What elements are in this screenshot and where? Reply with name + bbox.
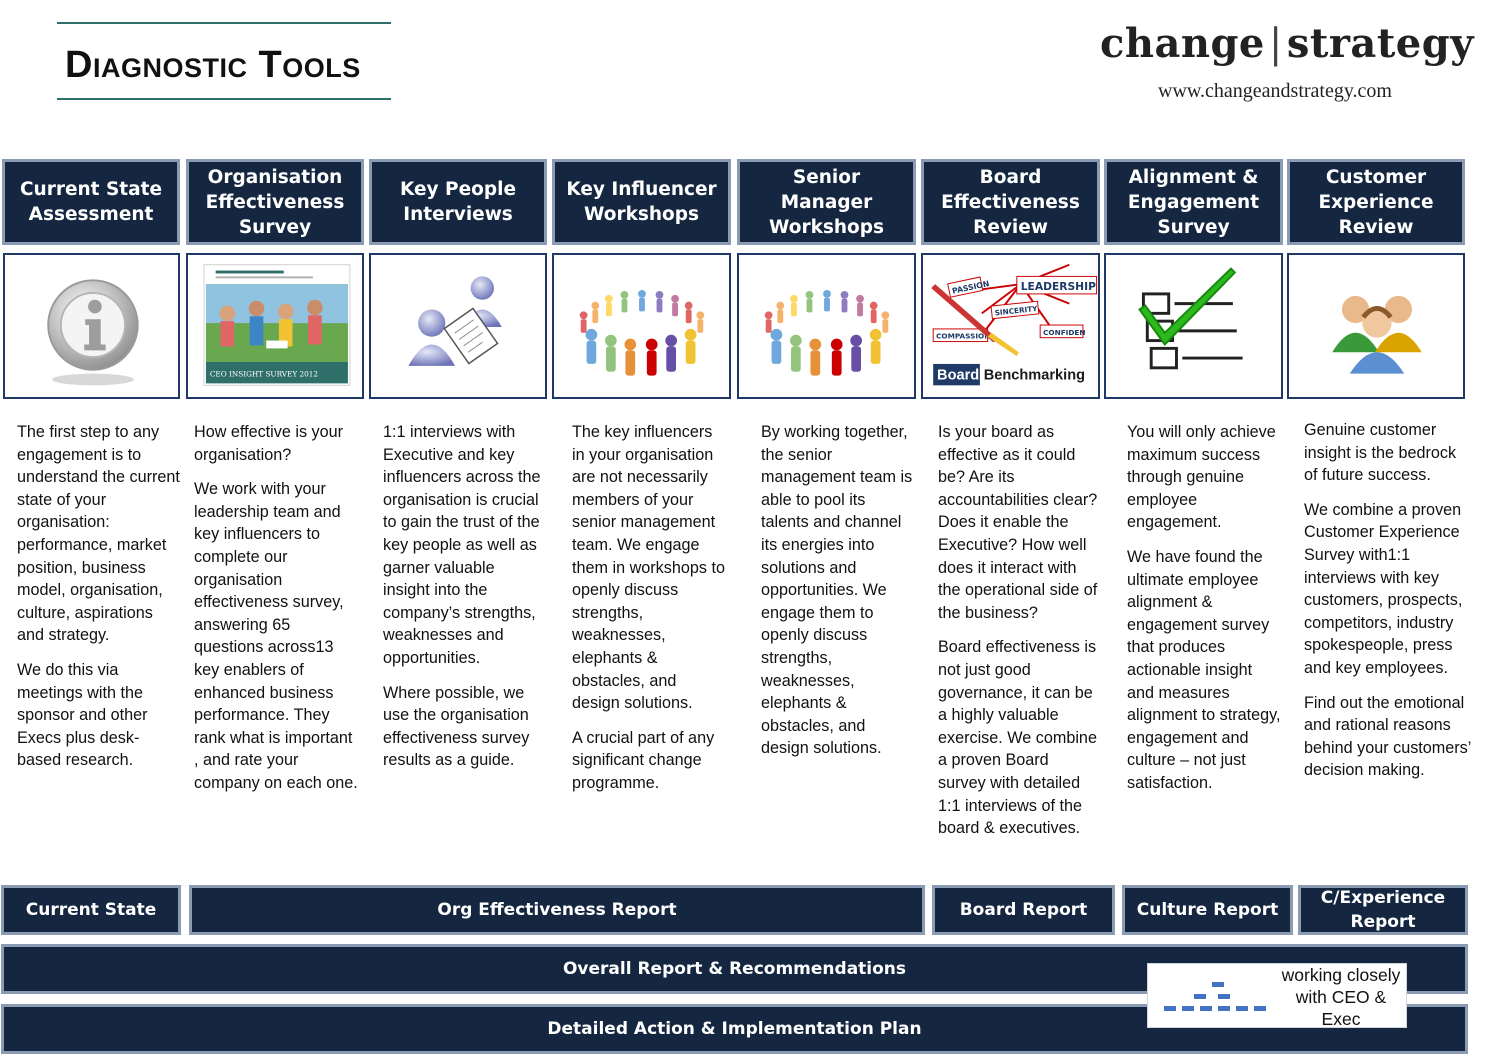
info-icon bbox=[3, 253, 180, 399]
description-paragraph: By working together, the senior manageme… bbox=[761, 423, 913, 758]
column-header-key-people: Key People Interviews bbox=[369, 159, 547, 245]
board-label: Board bbox=[937, 367, 979, 383]
report-cx: C/Experience Report bbox=[1298, 885, 1468, 935]
description-paragraph: A crucial part of any significant change… bbox=[572, 728, 715, 792]
column-header-alignment: Alignment & Engagement Survey bbox=[1104, 159, 1283, 245]
brand-logo: change|strategy bbox=[1100, 20, 1473, 67]
column-description-board: Is your board as effective as it could b… bbox=[938, 421, 1100, 852]
description-paragraph: 1:1 interviews with Executive and key in… bbox=[383, 423, 541, 667]
description-paragraph: The key influencers in your organisation… bbox=[572, 423, 725, 713]
report-org-effectiveness: Org Effectiveness Report bbox=[189, 885, 925, 935]
word-leadership: LEADERSHIP bbox=[1021, 280, 1096, 293]
column-header-key-influencer: Key Influencer Workshops bbox=[552, 159, 731, 245]
survey-cover-caption: CEO INSIGHT SURVEY 2012 bbox=[210, 370, 318, 379]
interview-people-icon bbox=[369, 253, 547, 399]
column-header-senior-manager: Senior Manager Workshops bbox=[737, 159, 916, 245]
customers-group-icon bbox=[1287, 253, 1465, 399]
brand-url: www.changeandstrategy.com bbox=[1158, 80, 1392, 102]
description-paragraph: Is your board as effective as it could b… bbox=[938, 423, 1098, 622]
people-circle-icon bbox=[737, 253, 916, 399]
description-paragraph: We work with your leadership team and ke… bbox=[194, 480, 358, 792]
ceo-survey-cover-image: CEO INSIGHT SURVEY 2012 bbox=[186, 253, 364, 399]
description-paragraph: You will only achieve maximum success th… bbox=[1127, 423, 1276, 532]
column-description-current-state: The first step to any engagement is to u… bbox=[17, 421, 182, 784]
ceo-exec-badge: working closely with CEO & Exec bbox=[1147, 963, 1407, 1029]
people-circle-icon bbox=[552, 253, 731, 399]
badge-text: working closely with CEO & Exec bbox=[1281, 965, 1401, 1029]
report-board: Board Report bbox=[932, 885, 1115, 935]
column-header-board: Board Effectiveness Review bbox=[921, 159, 1100, 245]
overall-report-bar: Overall Report & Recommendations bbox=[1, 944, 1468, 994]
word-compassion: COMPASSION bbox=[936, 332, 990, 341]
benchmarking-label: Benchmarking bbox=[984, 367, 1085, 383]
brand-word-change: change bbox=[1100, 20, 1265, 67]
checklist-icon bbox=[1104, 253, 1283, 399]
action-plan-label: Detailed Action & Implementation Plan bbox=[547, 1019, 922, 1039]
description-paragraph: Genuine customer insight is the bedrock … bbox=[1304, 421, 1457, 485]
column-header-customer: Customer Experience Review bbox=[1287, 159, 1465, 245]
brand-word-strategy: strategy bbox=[1286, 20, 1474, 67]
leadership-mindmap-image: PASSION LEADERSHIP SINCERITY COMPASSION … bbox=[921, 253, 1100, 399]
column-description-alignment: You will only achieve maximum success th… bbox=[1127, 421, 1283, 807]
column-description-org-effectiveness: How effective is your organisation? We w… bbox=[194, 421, 360, 807]
description-paragraph: How effective is your organisation? bbox=[194, 423, 344, 464]
title-frame: Diagnostic Tools bbox=[57, 22, 391, 100]
overall-report-label: Overall Report & Recommendations bbox=[562, 959, 907, 979]
column-description-customer: Genuine customer insight is the bedrock … bbox=[1304, 419, 1474, 794]
report-current-state: Current State bbox=[1, 885, 181, 935]
word-confidence: CONFIDEN bbox=[1043, 328, 1085, 337]
description-paragraph: We do this via meetings with the sponsor… bbox=[17, 660, 148, 770]
page-title: Diagnostic Tools bbox=[65, 44, 361, 86]
report-culture: Culture Report bbox=[1122, 885, 1293, 935]
column-description-key-influencer: The key influencers in your organisation… bbox=[572, 421, 727, 807]
org-chart-icon bbox=[1164, 982, 1266, 1011]
description-paragraph: We combine a proven Customer Experience … bbox=[1304, 500, 1463, 677]
column-description-key-people: 1:1 interviews with Executive and key in… bbox=[383, 421, 545, 784]
column-header-org-effectiveness: Organisation Effectiveness Survey bbox=[186, 159, 364, 245]
description-paragraph: Where possible, we use the organisation … bbox=[383, 683, 530, 770]
brand-separator: | bbox=[1268, 21, 1283, 67]
description-paragraph: Board effectiveness is not just good gov… bbox=[938, 638, 1097, 838]
column-header-current-state: Current State Assessment bbox=[2, 159, 180, 245]
column-description-senior-manager: By working together, the senior manageme… bbox=[761, 421, 913, 772]
description-paragraph: The first step to any engagement is to u… bbox=[17, 423, 180, 645]
description-paragraph: We have found the ultimate employee alig… bbox=[1127, 547, 1281, 792]
description-paragraph: Find out the emotional and rational reas… bbox=[1304, 693, 1471, 780]
